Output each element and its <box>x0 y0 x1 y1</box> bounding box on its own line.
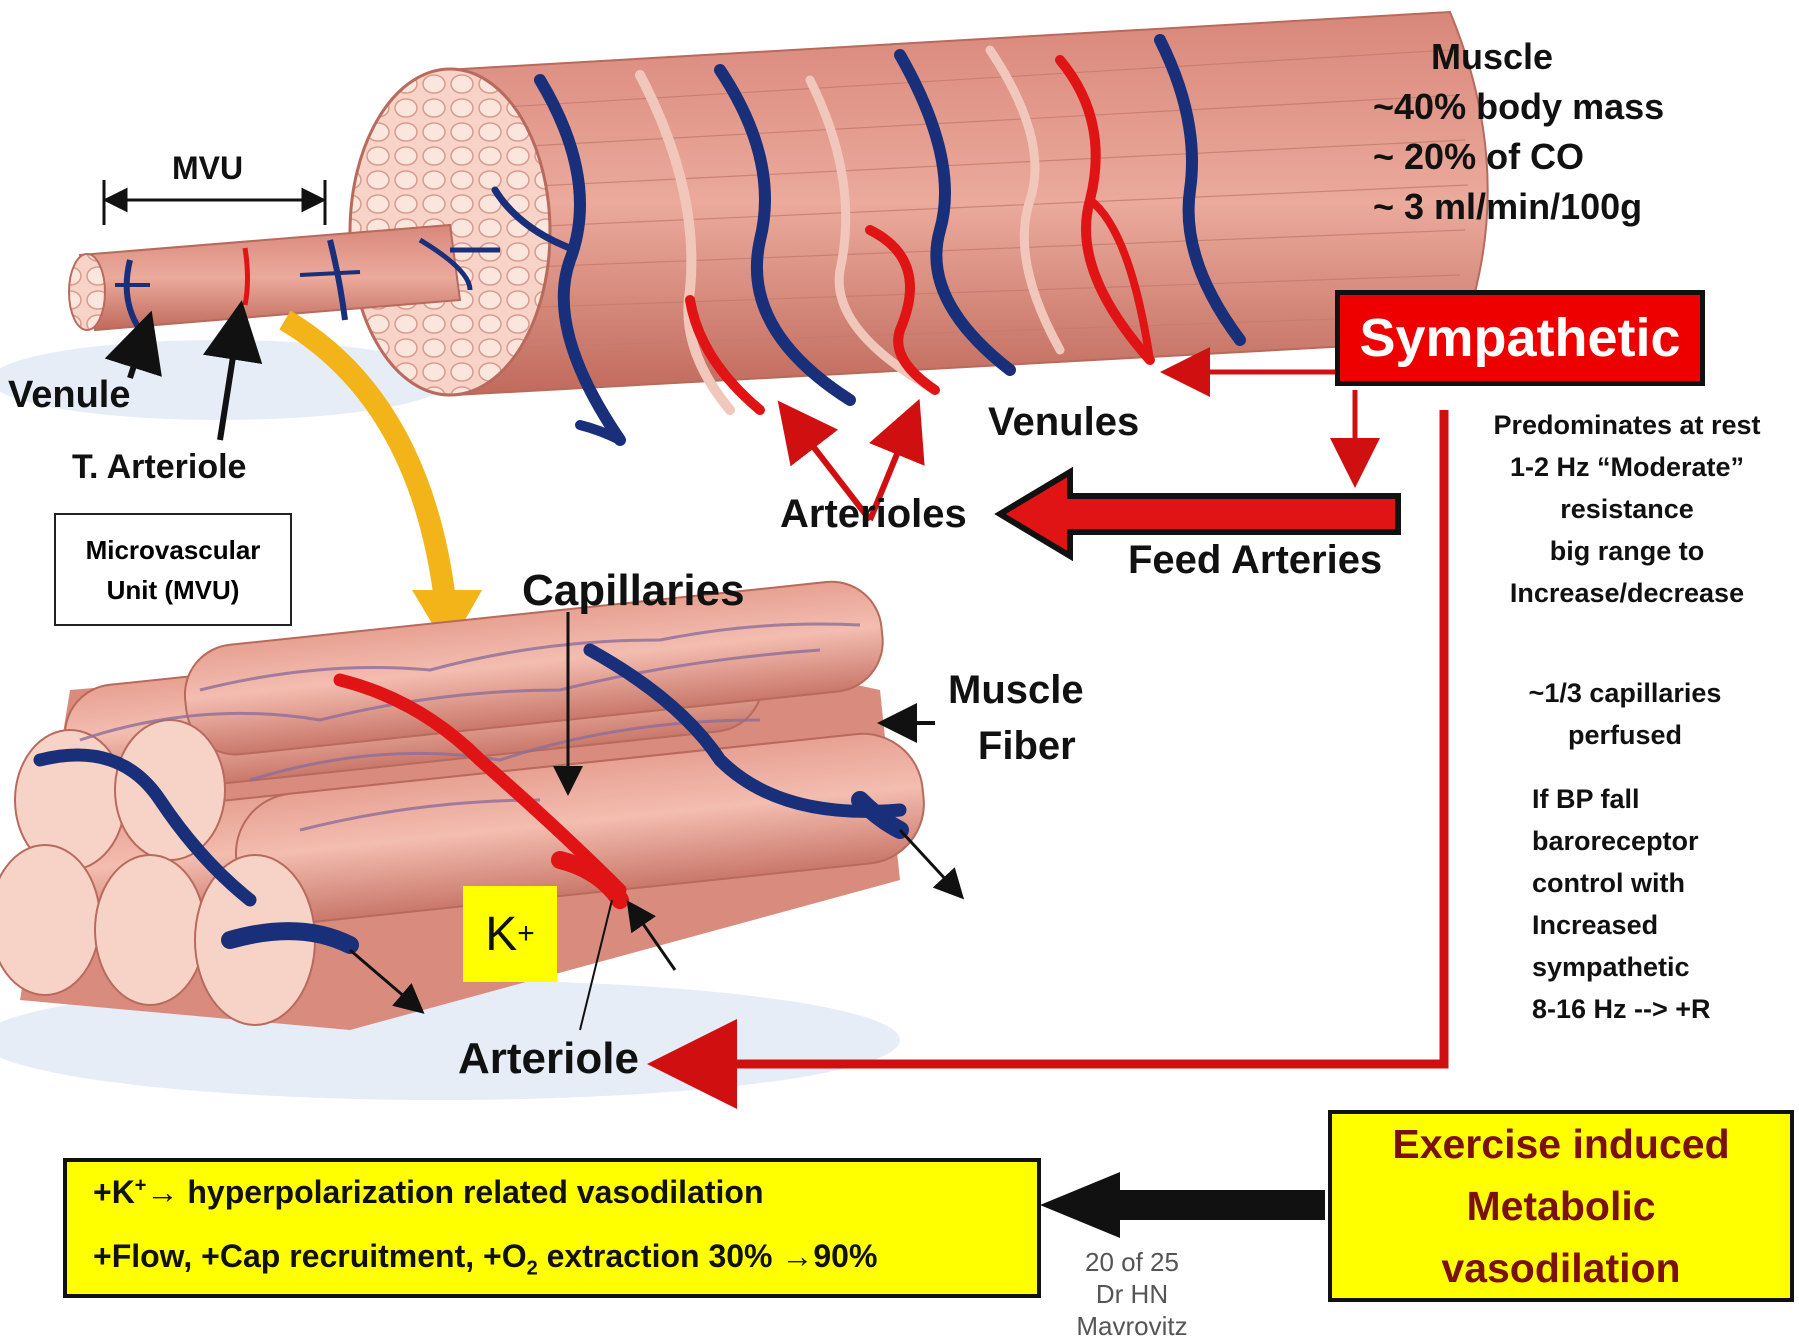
note-line: Increased <box>1532 904 1711 946</box>
muscle-fiber-label: Muscle Fiber <box>948 662 1084 774</box>
k-text: +K <box>93 1174 135 1210</box>
note-line: sympathetic <box>1532 946 1711 988</box>
note-line: If BP fall <box>1532 778 1711 820</box>
potassium-symbol: K <box>485 907 517 962</box>
feed-arteries-label: Feed Arteries <box>1128 538 1382 583</box>
venule-label: Venule <box>8 374 131 417</box>
stat-line: ~ 20% of CO <box>1373 132 1664 182</box>
exercise-box: Exercise induced Metabolic vasodilation <box>1328 1110 1794 1302</box>
hyperpolarization-text: hyperpolarization related vasodilation <box>178 1174 763 1210</box>
exercise-line: Metabolic <box>1392 1175 1729 1237</box>
muscle-fiber-line: Fiber <box>948 718 1084 774</box>
capillary-notes: ~1/3 capillaries perfused <box>1480 672 1770 756</box>
note-line: baroreceptor <box>1532 820 1711 862</box>
potassium-label: K+ <box>463 886 557 982</box>
stat-line: ~40% body mass <box>1373 82 1664 132</box>
hyperpolarization-line: +K+→ hyperpolarization related vasodilat… <box>93 1174 764 1211</box>
exercise-text: Exercise induced Metabolic vasodilation <box>1392 1113 1729 1299</box>
note-line: 8-16 Hz --> +R <box>1532 988 1711 1030</box>
muscle-fiber-line: Muscle <box>948 662 1084 718</box>
flow-text: +Flow, +Cap recruitment, +O <box>93 1238 527 1274</box>
note-line: Predominates at rest <box>1455 404 1799 446</box>
mvu-definition-box: Microvascular Unit (MVU) <box>54 513 292 626</box>
slide-footer: 20 of 25 Dr HN Mavrovitz <box>1052 1246 1212 1342</box>
potassium-charge: + <box>517 917 535 951</box>
hyperpolarization-box: +K+→ hyperpolarization related vasodilat… <box>63 1158 1041 1298</box>
muscle-cylinder <box>350 12 1488 395</box>
k-charge: + <box>135 1174 147 1196</box>
sympathetic-notes: Predominates at rest 1-2 Hz “Moderate” r… <box>1455 404 1799 614</box>
capillaries-label: Capillaries <box>522 566 745 616</box>
note-line: big range to <box>1455 530 1799 572</box>
extraction-line: +Flow, +Cap recruitment, +O2 extraction … <box>93 1238 877 1280</box>
arteriole-label: Arteriole <box>458 1034 639 1084</box>
t-arteriole-label: T. Arteriole <box>72 448 246 487</box>
venules-label: Venules <box>988 400 1139 445</box>
exercise-arrow <box>1040 1172 1325 1238</box>
sympathetic-box: Sympathetic <box>1335 290 1705 386</box>
baroreceptor-notes: If BP fall baroreceptor control with Inc… <box>1532 778 1711 1030</box>
extraction-percent: 90% <box>813 1238 877 1274</box>
exercise-line: vasodilation <box>1392 1237 1729 1299</box>
flow-arrow <box>900 830 960 895</box>
note-line: ~1/3 capillaries <box>1480 672 1770 714</box>
o2-subscript: 2 <box>527 1257 538 1279</box>
page-number: 20 of 25 <box>1052 1246 1212 1278</box>
muscle-stats: Muscle ~40% body mass ~ 20% of CO ~ 3 ml… <box>1373 32 1664 232</box>
mvu-box-line: Unit (MVU) <box>107 570 240 610</box>
note-line: 1-2 Hz “Moderate” <box>1455 446 1799 488</box>
note-line: Increase/decrease <box>1455 572 1799 614</box>
arrow-glyph: → <box>146 1174 178 1210</box>
stat-line: Muscle <box>1373 32 1664 82</box>
arterioles-label: Arterioles <box>780 492 967 537</box>
note-line: control with <box>1532 862 1711 904</box>
mvu-box-line: Microvascular <box>86 530 261 570</box>
exercise-line: Exercise induced <box>1392 1113 1729 1175</box>
extraction-text: extraction 30% <box>538 1238 782 1274</box>
arrow-glyph: → <box>781 1238 813 1274</box>
author: Dr HN Mavrovitz <box>1052 1278 1212 1342</box>
note-line: perfused <box>1480 714 1770 756</box>
note-line: resistance <box>1455 488 1799 530</box>
stat-line: ~ 3 ml/min/100g <box>1373 182 1664 232</box>
mvu-label: MVU <box>172 150 243 187</box>
